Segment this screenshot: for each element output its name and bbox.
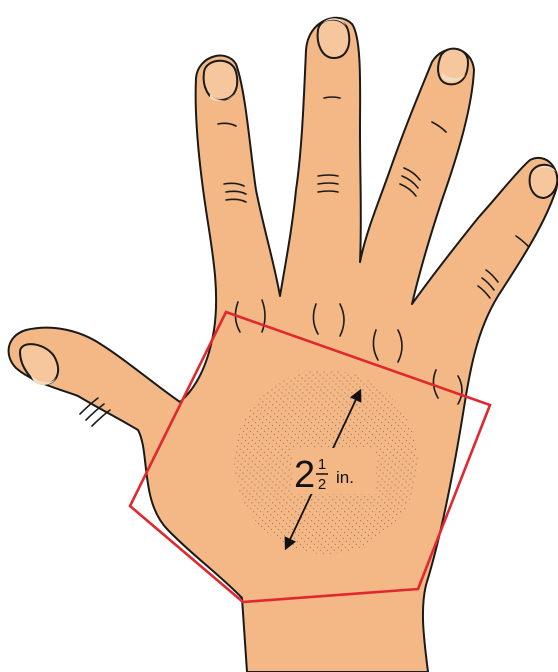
index-nail <box>204 61 238 101</box>
hand-outline <box>9 18 558 672</box>
middle-nail <box>318 18 350 58</box>
measurement-unit: in. <box>336 468 354 487</box>
measurement-whole: 2 <box>294 454 315 496</box>
pinky-nail <box>530 165 558 198</box>
ring-nail <box>438 49 468 85</box>
measurement-denominator: 2 <box>318 476 326 493</box>
measurement-numerator: 1 <box>318 456 326 473</box>
